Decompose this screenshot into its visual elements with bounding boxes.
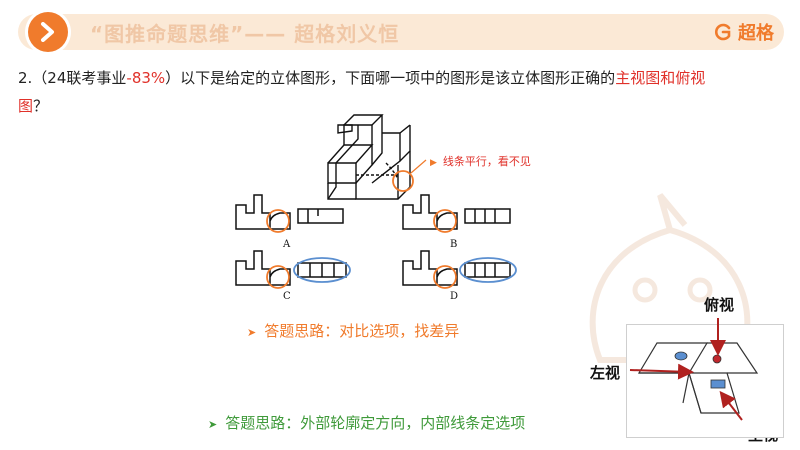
figure-note: ▶ 线条平行，看不见	[430, 153, 531, 169]
question-suffix: ？	[33, 97, 49, 115]
question-red-wrap: 图	[18, 97, 34, 115]
next-arrow-button[interactable]	[28, 12, 68, 52]
option-b-figure	[402, 194, 511, 230]
view-direction-figure	[637, 342, 759, 414]
top-view-label: 俯视	[704, 296, 735, 314]
highlight-circle-a	[266, 209, 290, 233]
blue-ellipse-d	[459, 257, 517, 283]
blue-ellipse-c	[293, 257, 351, 283]
header-band	[18, 14, 784, 50]
hint-outline-text: 答题思路：外部轮廓定方向，内部线条定选项	[225, 414, 526, 432]
question-text: 2.（24联考事业-83%）以下是给定的立体图形，下面哪一项中的图形是该立体图形…	[18, 64, 788, 120]
header-title: “图推命题思维”—— 超格刘义恒	[90, 22, 400, 46]
arrow-bullet-icon: ➤	[247, 326, 257, 339]
solid-figure-panel: A B C D	[228, 103, 520, 302]
highlight-circle-solid	[392, 170, 414, 192]
question-red-line: 主视图和俯视	[615, 69, 706, 87]
highlight-circle-b	[433, 209, 457, 233]
blue-square-marker	[710, 379, 726, 389]
given-solid	[327, 114, 411, 200]
solid-figure-and-options: A B C D	[235, 114, 517, 302]
option-d-label: D	[450, 291, 458, 299]
option-c-figure	[235, 250, 347, 286]
note-pointer	[410, 159, 427, 174]
question-mid: ）以下是给定的立体图形，下面哪一项中的图形是该立体图形正确的	[165, 69, 616, 87]
question-prefix: 2.（24联考事业	[18, 69, 127, 87]
option-a-label: A	[282, 239, 291, 250]
brand-logo: 超格	[713, 19, 774, 45]
view-direction-diagram	[626, 324, 784, 438]
question-rate: -83%	[126, 69, 166, 87]
brand-g-icon	[715, 23, 731, 41]
hint-outline: ➤ 答题思路：外部轮廓定方向，内部线条定选项	[208, 412, 525, 433]
option-c-label: C	[283, 291, 291, 299]
triangle-bullet-icon: ▶	[430, 158, 437, 168]
highlight-circle-d	[433, 265, 457, 289]
option-a-figure	[235, 194, 344, 230]
header: “图推命题思维”—— 超格刘义恒 超格	[0, 0, 800, 62]
left-view-label: 左视	[590, 364, 621, 382]
blue-ellipse-marker	[674, 351, 688, 361]
brand-name: 超格	[738, 23, 774, 44]
option-b-label: B	[450, 239, 457, 250]
hint-compare-text: 答题思路：对比选项，找差异	[264, 322, 460, 340]
arrow-bullet-icon: ➤	[208, 418, 218, 431]
red-dot-marker	[712, 354, 722, 364]
hint-compare: ➤ 答题思路：对比选项，找差异	[247, 320, 459, 341]
chevron-right-icon	[41, 22, 54, 42]
highlight-circle-c	[266, 265, 290, 289]
figure-note-text: 线条平行，看不见	[442, 155, 531, 168]
